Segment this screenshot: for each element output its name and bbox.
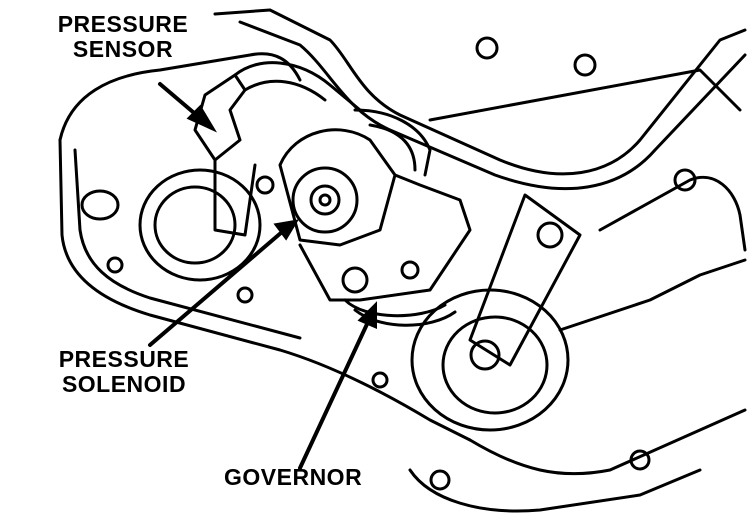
pressure-solenoid-label-line-2: SOLENOID bbox=[61, 371, 187, 397]
governor-bolt-2 bbox=[400, 260, 420, 280]
cover-bolt-1 bbox=[475, 36, 499, 60]
right-lever-pin bbox=[469, 339, 501, 371]
solenoid-leader-arrowhead bbox=[273, 219, 299, 241]
left-drum-inner bbox=[153, 185, 237, 265]
upper-cover-inner bbox=[238, 20, 747, 191]
right-housing bbox=[598, 176, 747, 252]
bottom-housing bbox=[468, 408, 747, 476]
solenoid-wires bbox=[353, 108, 432, 177]
sensor-leader-arrowhead bbox=[186, 104, 218, 133]
governor-label: GOVERNOR bbox=[224, 465, 394, 490]
right-lever bbox=[468, 193, 582, 367]
housing-lower-edge bbox=[58, 138, 472, 442]
governor-leader-line bbox=[298, 320, 370, 470]
lower-bolt-1 bbox=[236, 286, 254, 304]
pressure-sensor-label-line-2: SENSOR bbox=[72, 36, 174, 62]
right-drum-outer bbox=[410, 288, 570, 432]
right-drum-inner bbox=[441, 315, 549, 415]
pressure-sensor-label: PRESSURE SENSOR bbox=[38, 12, 208, 62]
lower-bolt-3 bbox=[106, 256, 124, 274]
solenoid-bracket bbox=[278, 128, 397, 247]
bottom-flange bbox=[408, 468, 702, 513]
sensor-connector bbox=[213, 158, 257, 237]
left-boss bbox=[80, 189, 120, 221]
valve-body-plate bbox=[428, 68, 742, 122]
solenoid-leader-line bbox=[148, 230, 284, 347]
pressure-sensor-label-line-1: PRESSURE bbox=[57, 11, 189, 37]
governor-leader-arrowhead bbox=[357, 301, 377, 330]
upper-cover bbox=[213, 8, 747, 176]
housing-outline bbox=[58, 52, 302, 142]
sensor-body bbox=[193, 73, 247, 162]
sensor-harness bbox=[233, 61, 362, 112]
left-drum-outer bbox=[138, 168, 262, 282]
sensor-harness-2 bbox=[243, 79, 327, 102]
lower-bolt-2 bbox=[371, 371, 389, 389]
right-housing-lower bbox=[558, 258, 747, 332]
pressure-solenoid-label: PRESSURE SOLENOID bbox=[36, 347, 212, 397]
solenoid-housing bbox=[291, 166, 359, 234]
cover-bolt-3 bbox=[673, 168, 697, 192]
governor-bolt-3 bbox=[255, 175, 275, 195]
governor-label-text: GOVERNOR bbox=[224, 464, 363, 490]
lower-bolt-5 bbox=[629, 449, 651, 471]
solenoid-core bbox=[309, 184, 341, 216]
solenoid-wires-2 bbox=[368, 123, 417, 172]
pressure-solenoid-label-line-1: PRESSURE bbox=[58, 346, 190, 372]
cover-bolt-2 bbox=[573, 53, 597, 77]
solenoid-center bbox=[318, 193, 332, 207]
governor-bolt bbox=[341, 266, 369, 294]
lower-bolt-4 bbox=[429, 469, 451, 491]
housing-inner-edge bbox=[73, 148, 302, 340]
governor-plate bbox=[298, 173, 472, 302]
right-stud bbox=[536, 221, 564, 249]
